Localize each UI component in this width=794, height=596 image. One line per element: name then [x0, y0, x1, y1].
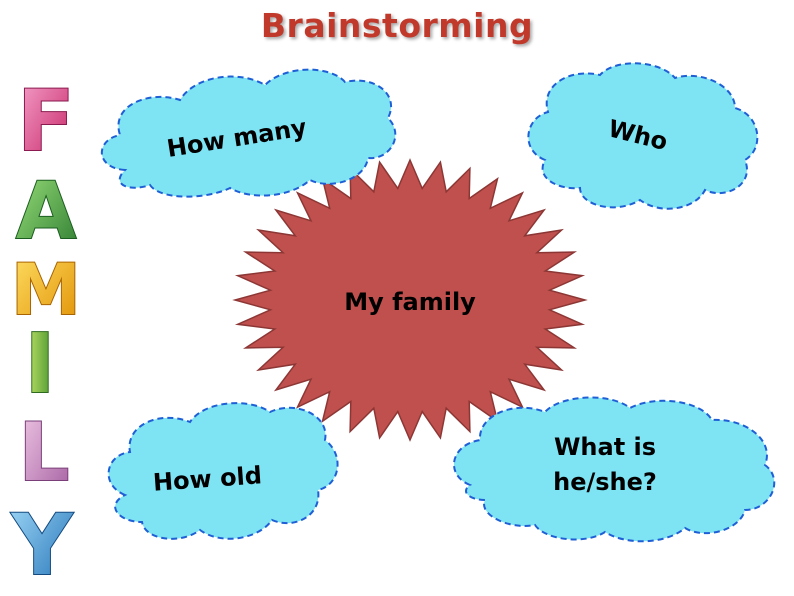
cloud-shape	[453, 396, 776, 543]
family-letter-i: I	[25, 317, 56, 412]
family-letter-y: Y	[11, 496, 74, 594]
center-node: My family	[232, 158, 588, 442]
bubble-how-many: How many	[100, 68, 397, 198]
family-letter-f: F	[17, 72, 74, 170]
bubble-what-is: What is he/she?	[453, 396, 776, 543]
bubble-label-what-is-line2: he/she?	[553, 468, 657, 496]
cloud-shape	[100, 68, 397, 198]
bubble-label-what-is-line1: What is	[554, 433, 656, 461]
family-letter-l: L	[19, 406, 70, 499]
center-label: My family	[344, 288, 476, 316]
cloud-shape	[107, 402, 339, 540]
starburst-shape	[232, 158, 588, 442]
family-letters: F A M I L Y	[10, 71, 82, 595]
family-letter-m: M	[11, 249, 81, 331]
family-letter-a: A	[16, 167, 76, 257]
page-title: Brainstorming	[260, 6, 534, 45]
bubble-how-old: How old	[107, 402, 339, 540]
cloud-shape	[527, 62, 759, 210]
bubble-who: Who	[527, 62, 759, 210]
